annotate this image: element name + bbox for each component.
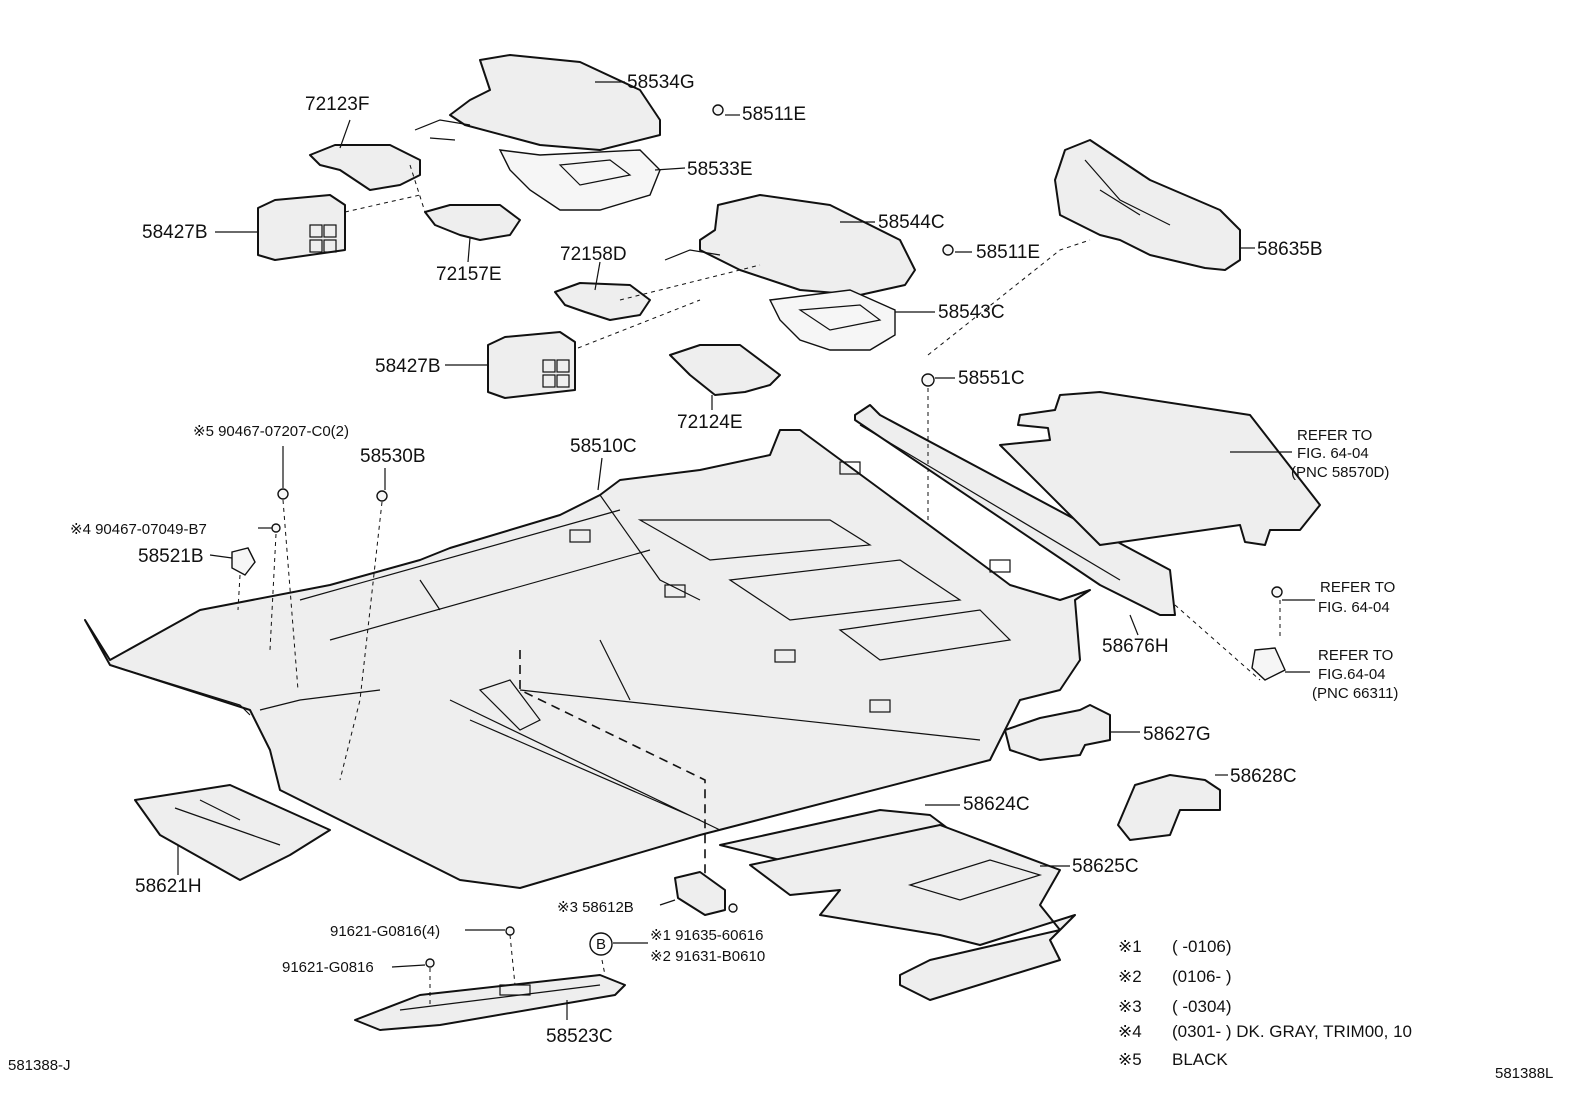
refer-3-line-3: (PNC 66311) (1312, 685, 1398, 702)
label-72123f: 72123F (305, 94, 369, 115)
label-58533e: 58533E (687, 159, 753, 180)
label-58627g: 58627G (1143, 724, 1211, 745)
board-58544c (664, 194, 916, 351)
label-58551c: 58551C (958, 368, 1025, 389)
hook-58521b (231, 547, 256, 576)
label-58511e-a: 58511E (742, 104, 806, 125)
floor-pad-58621h (134, 784, 331, 881)
clip-58551c (921, 373, 935, 387)
bolt-91621-b (425, 958, 435, 968)
foam-block-58635b (1054, 139, 1241, 271)
bolt-91621-a (505, 926, 515, 936)
corner-code-left: 581388-J (8, 1057, 71, 1074)
label-58523c: 58523C (546, 1026, 613, 1047)
label-91635-60616: ※1 91635-60616 (650, 927, 764, 944)
label-72157e: 72157E (436, 264, 502, 285)
circle-b-marker: B (589, 932, 613, 956)
bracket-72157e (424, 204, 521, 241)
label-58612b: ※3 58612B (557, 899, 634, 916)
bracket-72158d (554, 282, 651, 321)
board-58534g (414, 54, 661, 211)
refer-2-line-2: FIG. 64-04 (1318, 599, 1390, 616)
label-90467-07049: ※4 90467-07049-B7 (70, 521, 207, 538)
clip-58511e-b (942, 244, 954, 256)
label-58511e-b: 58511E (976, 242, 1040, 263)
refer-3-line-2: FIG.64-04 (1318, 666, 1386, 683)
label-91631-b0610: ※2 91631-B0610 (650, 948, 765, 965)
floor-carpet-58510c (84, 429, 1091, 889)
piece-58627g (1004, 704, 1111, 761)
label-58427b-a: 58427B (142, 222, 208, 243)
clip-58530b (376, 490, 388, 502)
label-58427b-b: 58427B (375, 356, 441, 377)
floor-pad-58523c (354, 974, 626, 1031)
refer-3-line-1: REFER TO (1318, 647, 1393, 664)
clip-58511e-a (712, 104, 724, 116)
piece-58628c (1117, 774, 1221, 841)
corner-code-right: 581388L (1495, 1065, 1553, 1082)
note-5-text: BLACK (1172, 1050, 1228, 1069)
svg-text:B: B (596, 936, 606, 953)
rear-floor-mat (999, 391, 1321, 546)
note-2-text: (0106- ) (1172, 967, 1232, 986)
label-58521b: 58521B (138, 546, 204, 567)
label-91621-g0816: 91621-G0816 (282, 959, 374, 976)
bracket-refer-3 (1251, 647, 1286, 681)
note-1-mark: ※1 (1118, 937, 1142, 956)
clip-90467-07207 (277, 488, 289, 500)
footnotes: ※1 ( -0106) ※2 (0106- ) ※3 ( -0304) ※4 (… (1118, 937, 1412, 1069)
refer-1-line-2: FIG. 64-04 (1297, 445, 1369, 462)
label-58544c: 58544C (878, 212, 945, 233)
label-58534g: 58534G (627, 72, 695, 93)
note-3-mark: ※3 (1118, 997, 1142, 1016)
note-4-mark: ※4 (1118, 1022, 1142, 1041)
label-58628c: 58628C (1230, 766, 1297, 787)
note-3-text: ( -0304) (1172, 997, 1232, 1016)
refer-notes: REFER TO FIG. 64-04 (PNC 58570D) REFER T… (1291, 427, 1398, 702)
label-91621-g0816-4: 91621-G0816(4) (330, 923, 440, 940)
side-trim-58676h (854, 404, 1176, 616)
box-58427b-upper (257, 194, 346, 261)
bracket-72123f (309, 144, 421, 191)
note-1-text: ( -0106) (1172, 937, 1232, 956)
label-58676h: 58676H (1102, 636, 1169, 657)
fasteners (231, 104, 1286, 968)
refer-1-line-3: (PNC 58570D) (1291, 464, 1389, 481)
floor-pad-58624c (719, 809, 951, 861)
refer-2-line-1: REFER TO (1320, 579, 1395, 596)
label-58530b: 58530B (360, 446, 426, 467)
refer-1-line-1: REFER TO (1297, 427, 1372, 444)
label-58543c: 58543C (938, 302, 1005, 323)
note-2-mark: ※2 (1118, 967, 1142, 986)
clip-refer-2 (1271, 586, 1283, 598)
block-58612b (674, 871, 726, 916)
label-72158d: 72158D (560, 244, 627, 265)
part-labels: 58534G 72123F 58511E 58533E 58427B 72157… (70, 72, 1323, 1047)
label-72124e: 72124E (677, 412, 743, 433)
bracket-72124e (669, 344, 781, 396)
label-58625c: 58625C (1072, 856, 1139, 877)
label-58624c: 58624C (963, 794, 1030, 815)
box-58427b-lower (487, 331, 576, 399)
floor-pad-58625c (749, 824, 1076, 1001)
label-58510c: 58510C (570, 436, 637, 457)
label-58621h: 58621H (135, 876, 202, 897)
label-58635b: 58635B (1257, 239, 1323, 260)
bolt-91635 (728, 903, 738, 913)
leader-lines (177, 81, 1315, 1020)
note-5-mark: ※5 (1118, 1050, 1142, 1069)
label-90467-07207: ※5 90467-07207-C0(2) (193, 423, 349, 440)
clip-90467-07049 (271, 523, 281, 533)
note-4-text: (0301- ) DK. GRAY, TRIM00, 10 (1172, 1022, 1412, 1041)
projection-lines (237, 164, 1281, 1005)
